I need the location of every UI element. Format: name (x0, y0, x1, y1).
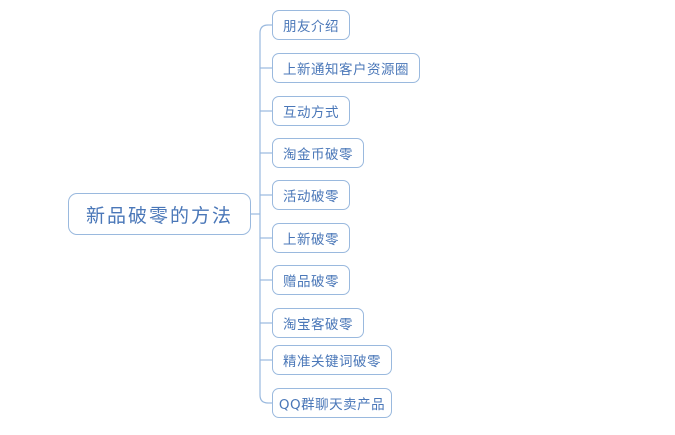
child-node[interactable]: 上新破零 (272, 223, 350, 253)
child-node-label: QQ群聊天卖产品 (278, 397, 386, 413)
child-node[interactable]: 淘金币破零 (272, 138, 364, 168)
child-node-label: 朋友介绍 (283, 19, 339, 35)
child-node-label: 精准关键词破零 (283, 354, 381, 370)
child-node[interactable]: 赠品破零 (272, 265, 350, 295)
connector-trunk (259, 24, 269, 404)
child-node-label: 上新通知客户资源圈 (283, 62, 409, 78)
child-node-label: 淘宝客破零 (283, 317, 353, 333)
child-node-label: 赠品破零 (283, 274, 339, 290)
child-node[interactable]: 淘宝客破零 (272, 308, 364, 338)
child-node[interactable]: 朋友介绍 (272, 10, 350, 40)
child-node-label: 活动破零 (283, 189, 339, 205)
child-node-label: 上新破零 (283, 232, 339, 248)
child-node[interactable]: 互动方式 (272, 96, 350, 126)
root-node-label: 新品破零的方法 (85, 204, 233, 227)
child-node-label: 互动方式 (283, 105, 339, 121)
child-node[interactable]: QQ群聊天卖产品 (272, 388, 392, 418)
child-node[interactable]: 上新通知客户资源圈 (272, 53, 420, 83)
child-node[interactable]: 精准关键词破零 (272, 345, 392, 375)
child-node[interactable]: 活动破零 (272, 180, 350, 210)
root-node[interactable]: 新品破零的方法 (68, 193, 251, 235)
child-node-label: 淘金币破零 (283, 147, 353, 163)
